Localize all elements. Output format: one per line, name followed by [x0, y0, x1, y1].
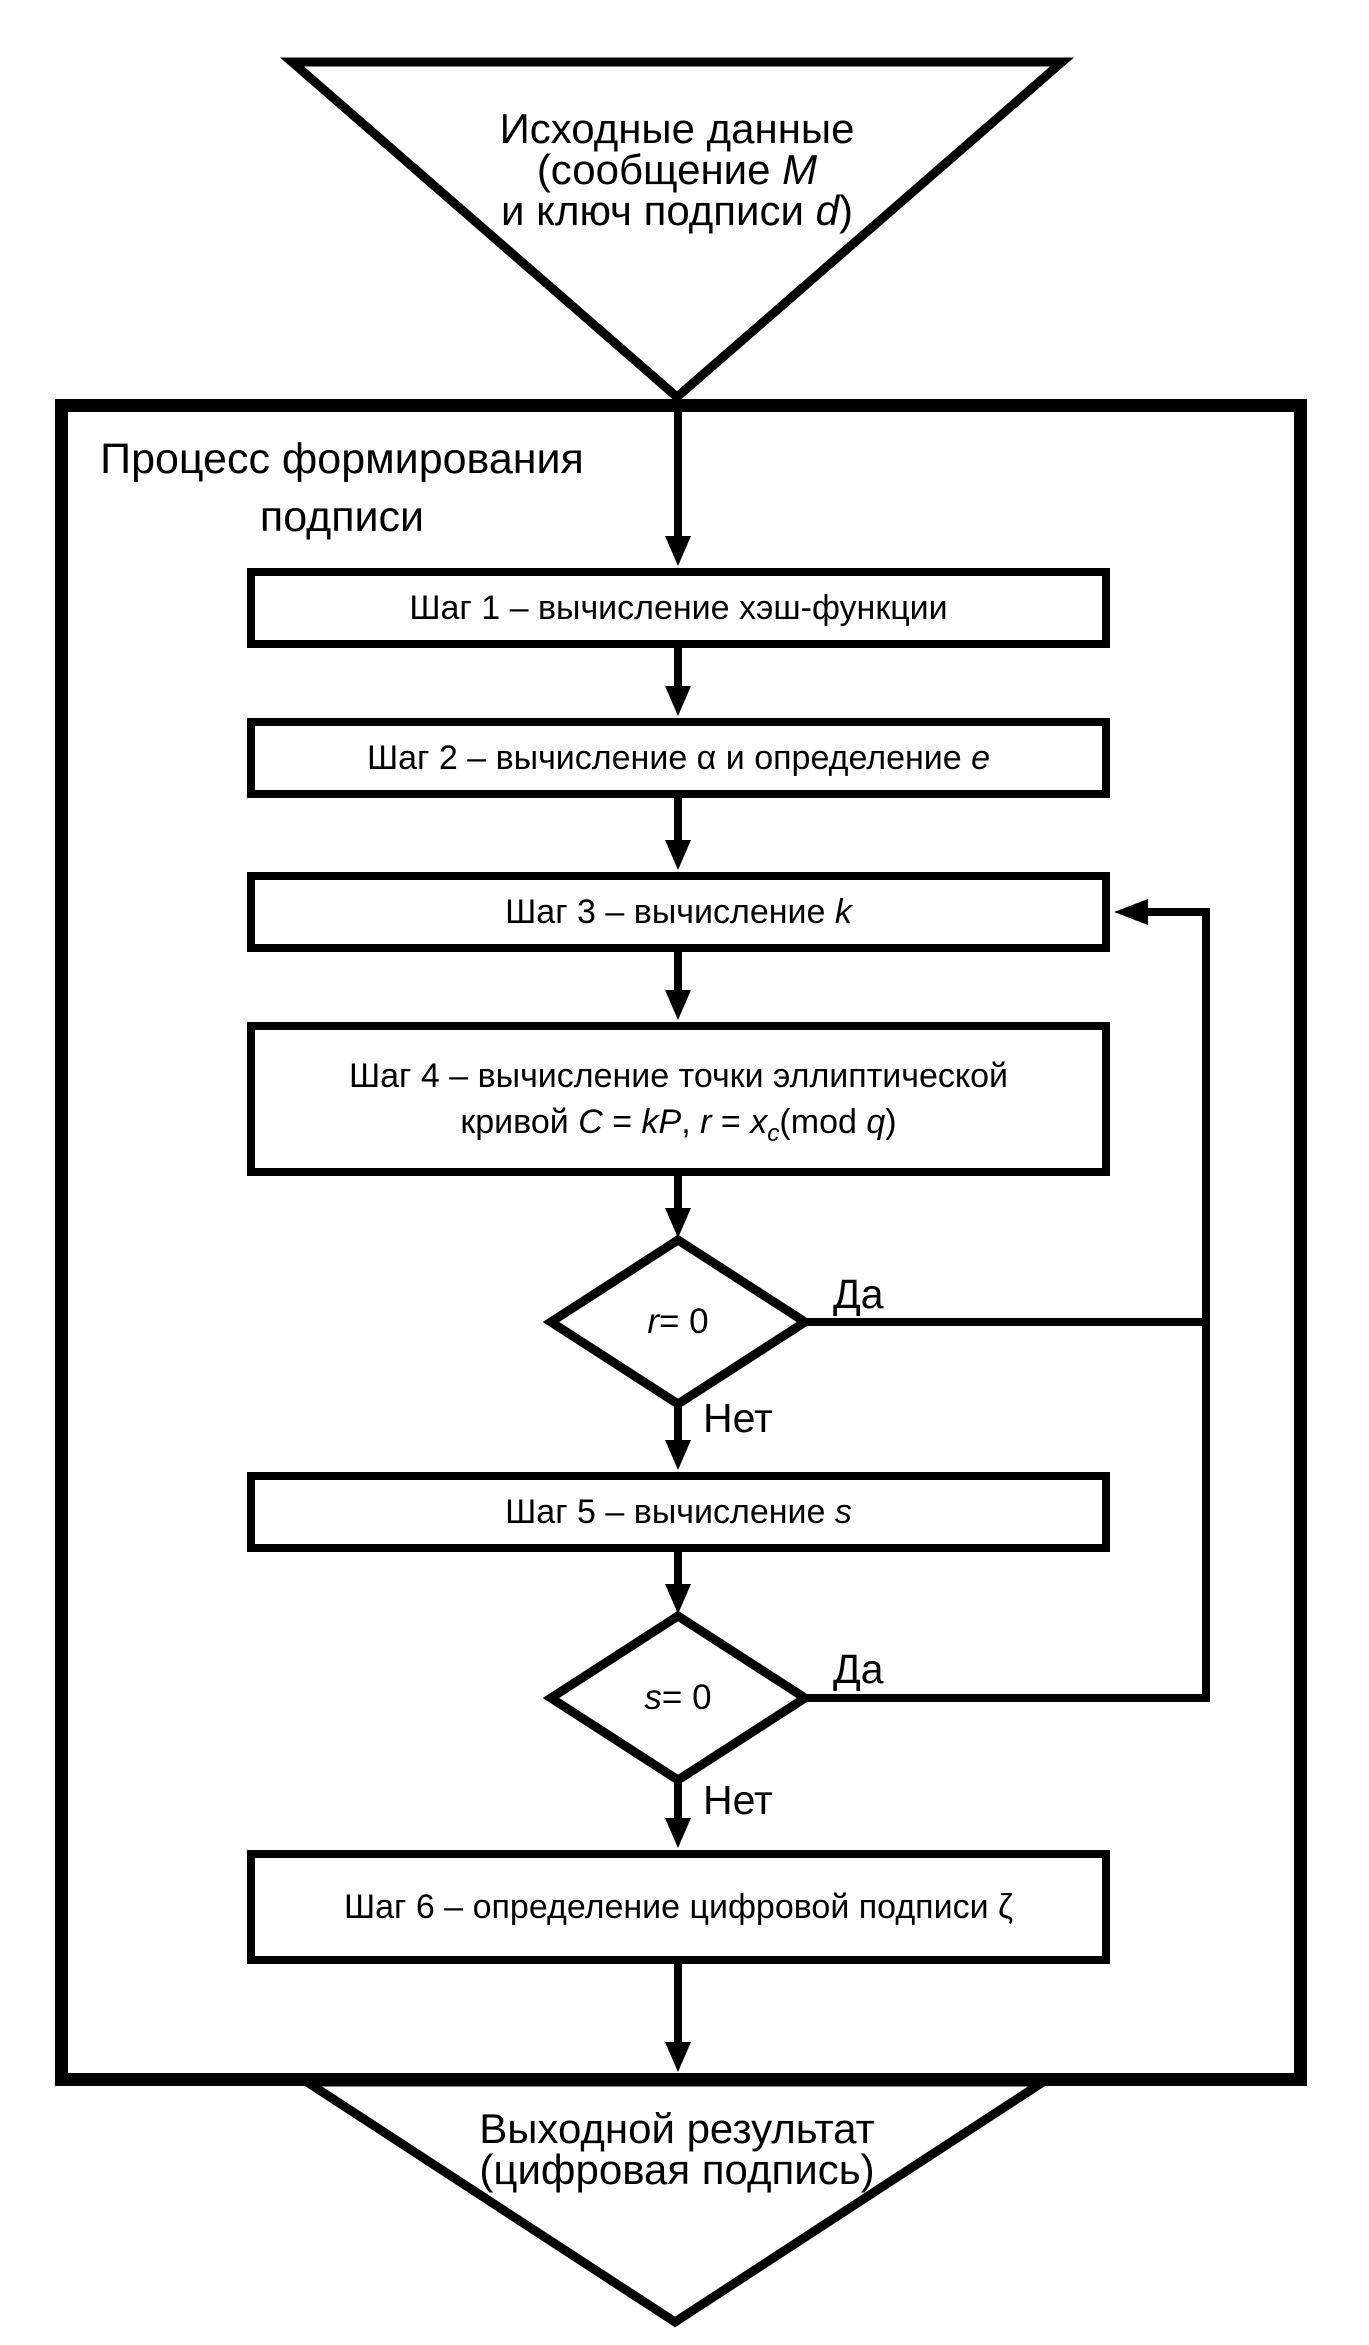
decision-s-shape: [542, 1610, 814, 1786]
step4-label-line1: Шаг 4 – вычисление точки эллиптической: [348, 1057, 1009, 1095]
step3-box: Шаг 3 – вычисление k: [247, 872, 1110, 952]
step5-label: Шаг 5 – вычисление s: [505, 1493, 852, 1531]
input-terminal-text: Исходные данные (сообщение M и ключ подп…: [377, 105, 977, 234]
arrowhead-feedback-into-step3: [1114, 899, 1148, 925]
decision-r-no-label: Нет: [703, 1395, 773, 1441]
step5-box: Шаг 5 – вычисление s: [247, 1472, 1110, 1552]
process-title-line2: подписи: [259, 493, 425, 541]
arrowhead-decision-r: [665, 1208, 691, 1238]
input-terminal-line: Исходные данные: [499, 105, 855, 152]
decision-s-no-label: Нет: [703, 1777, 773, 1823]
decision-s-label: s = 0: [644, 1678, 712, 1717]
input-terminal-line: (сообщение M: [536, 146, 818, 193]
step4-label-line2: кривой C = kP, r = xc(mod q): [460, 1103, 897, 1147]
process-container-title: Процесс формирования подписи: [92, 430, 592, 546]
step2-label: Шаг 2 – вычисление α и определение e: [366, 739, 991, 777]
arrowhead-decision-s: [665, 1584, 691, 1614]
arrowhead-step4: [665, 990, 691, 1020]
step1-box: Шаг 1 – вычисление хэш-функции: [247, 568, 1110, 648]
arrowhead-step2: [665, 686, 691, 716]
step2-box: Шаг 2 – вычисление α и определение e: [247, 718, 1110, 798]
arrowhead-step1: [665, 536, 691, 566]
arrowhead-step3: [665, 840, 691, 870]
step6-box: Шаг 6 – определение цифровой подписи ζ: [247, 1850, 1110, 1964]
decision-r-label: r = 0: [647, 1302, 709, 1341]
step4-box: Шаг 4 – вычисление точки эллиптической к…: [247, 1022, 1110, 1176]
step3-label: Шаг 3 – вычисление k: [505, 893, 852, 931]
decision-r-shape: [542, 1234, 814, 1410]
step6-label: Шаг 6 – определение цифровой подписи ζ: [343, 1888, 1014, 1926]
process-title-line1: Процесс формирования: [100, 435, 584, 483]
arrowhead-step5: [665, 1440, 691, 1470]
decision-r-yes-label: Да: [833, 1271, 884, 1317]
feedback-line-s-yes: [805, 908, 1210, 1702]
arrowheads: [665, 536, 691, 2072]
decision-s-yes-label: Да: [833, 1646, 884, 1692]
arrowhead-output: [665, 2042, 691, 2072]
output-terminal-line1: Выходной результат: [479, 2105, 875, 2152]
input-terminal-shape: [279, 57, 1075, 403]
output-terminal-text: Выходной результат (цифровая подпись): [377, 2105, 977, 2193]
output-terminal-line2: (цифровая подпись): [479, 2146, 875, 2193]
step1-label: Шаг 1 – вычисление хэш-функции: [409, 589, 948, 627]
arrowhead-step6: [665, 1818, 691, 1848]
input-terminal-line: и ключ подписи d): [501, 187, 853, 234]
